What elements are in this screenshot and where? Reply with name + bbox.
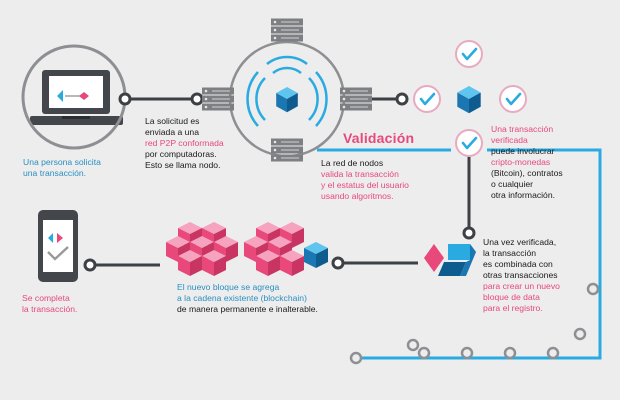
- step4-line: otra información.: [491, 190, 556, 200]
- step3-line: valida la transacción: [321, 169, 399, 179]
- step5-line: Una vez verificada,: [483, 237, 557, 247]
- step3-line: La red de nodos: [321, 158, 384, 168]
- step2-line: Esto se llama nodo.: [145, 160, 221, 170]
- node-network: [202, 18, 372, 162]
- step2-line: por computadoras.: [145, 149, 217, 159]
- step7-line: Se completa: [22, 293, 70, 303]
- step4-text: Una transacción verificada puede involuc…: [491, 124, 563, 201]
- validation-title: Validación: [343, 130, 415, 146]
- laptop-icon: [30, 70, 123, 125]
- step2-text: La solicitud es enviada a una red P2P co…: [145, 116, 224, 171]
- step1-text: Una persona solicita una transacción.: [23, 157, 101, 179]
- step7-text: Se completa la transacción.: [22, 293, 77, 315]
- phone-icon: [38, 210, 78, 282]
- step2-line: red P2P conformada: [145, 138, 224, 148]
- step5-line: la transacción: [483, 248, 537, 258]
- step3-line: usando algoritmos.: [321, 191, 394, 201]
- step3-text: La red de nodos valida la transacción y …: [321, 158, 409, 202]
- step4-line: Una transacción: [491, 124, 554, 134]
- blockchain-cubes: [166, 222, 328, 276]
- step5-line: bloque de data: [483, 292, 540, 302]
- step6-line: El nuevo bloque se agrega: [177, 282, 280, 292]
- step5-line: para crear un nuevo: [483, 281, 560, 291]
- step5-line: para el registro.: [483, 303, 543, 313]
- combined-block-icon: [424, 244, 476, 276]
- step5-line: otras transacciones: [483, 270, 558, 280]
- step4-line: o cualquier: [491, 179, 534, 189]
- step5-line: es combinada con: [483, 259, 553, 269]
- step4-line: cripto-monedas: [491, 157, 551, 167]
- step6-line: a la cadena existente (blockchain): [177, 293, 307, 303]
- step4-line: (Bitcoin), contratos: [491, 168, 563, 178]
- step2-line: enviada a una: [145, 127, 199, 137]
- step1-line: Una persona solicita: [23, 157, 101, 167]
- step6-text: El nuevo bloque se agrega a la cadena ex…: [177, 282, 318, 315]
- step5-text: Una vez verificada, la transacción es co…: [483, 237, 560, 314]
- step2-line: La solicitud es: [145, 116, 200, 126]
- step1-line: una transacción.: [23, 168, 87, 178]
- step4-line: puede involucrar: [491, 146, 555, 156]
- step6-line: de manera permanente e inalterable.: [177, 304, 318, 314]
- step3-line: y el estatus del usuario: [321, 180, 409, 190]
- step4-line: verificada: [491, 135, 528, 145]
- step7-line: la transacción.: [22, 304, 78, 314]
